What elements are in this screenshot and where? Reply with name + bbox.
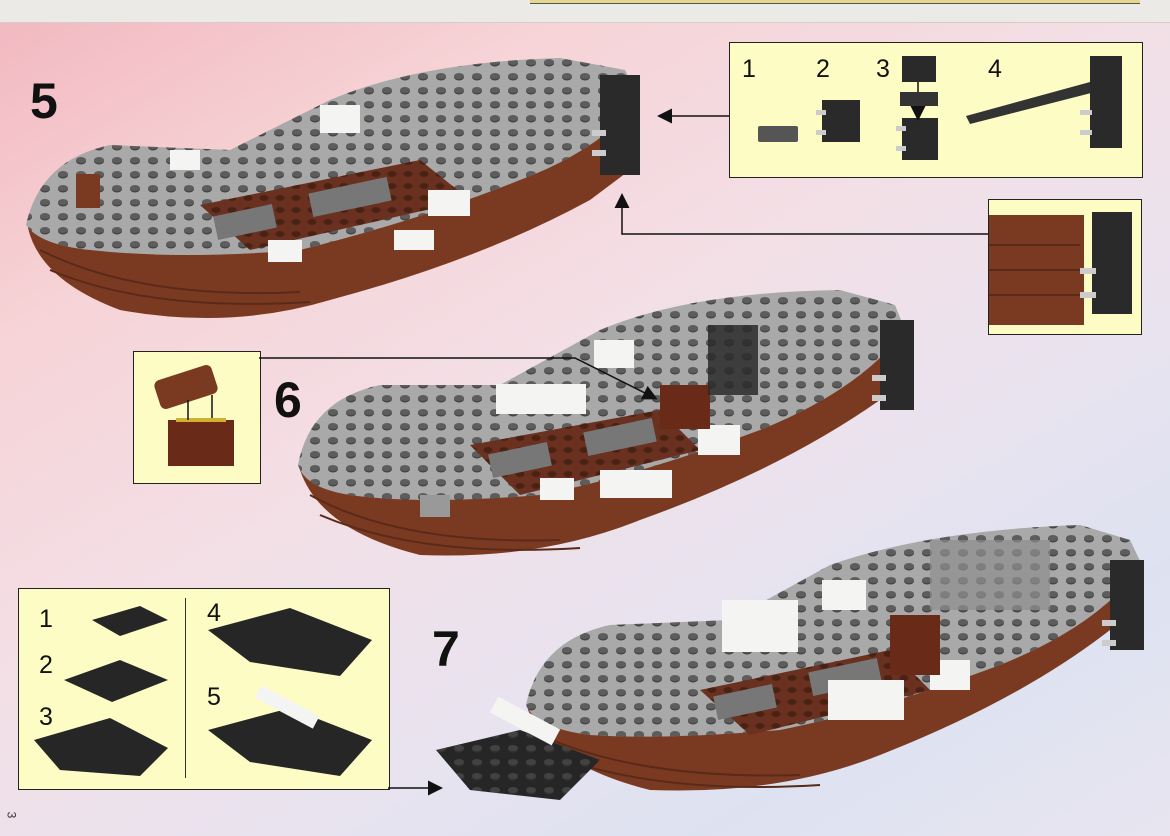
callout-stern-part-art <box>758 56 1122 160</box>
top-rule <box>530 0 1140 4</box>
step-number-6: 6 <box>274 372 302 428</box>
callout-step-4: 4 <box>207 599 221 627</box>
callout-step-5: 5 <box>207 683 221 711</box>
page-top-strip <box>0 0 1170 23</box>
step-number-7: 7 <box>432 621 460 677</box>
step-number-5: 5 <box>30 73 58 129</box>
callout-bow-part-art <box>34 606 372 776</box>
callout-step-4: 4 <box>988 55 1002 83</box>
callout-step-3: 3 <box>39 703 53 731</box>
callout-step-1: 1 <box>39 605 53 633</box>
ship-step-7 <box>436 525 1144 800</box>
callout-step-2: 2 <box>39 651 53 679</box>
callout-stern-detail-art <box>989 212 1132 325</box>
callout-divider <box>185 598 186 778</box>
ship-step-6 <box>298 290 914 556</box>
ship-step-5 <box>26 58 640 318</box>
treasure-chest-art <box>154 365 234 466</box>
leader-lines <box>259 108 988 796</box>
callout-step-3: 3 <box>876 55 890 83</box>
page-number: 3 <box>4 811 19 819</box>
callout-step-1: 1 <box>742 55 756 83</box>
callout-step-2: 2 <box>816 55 830 83</box>
